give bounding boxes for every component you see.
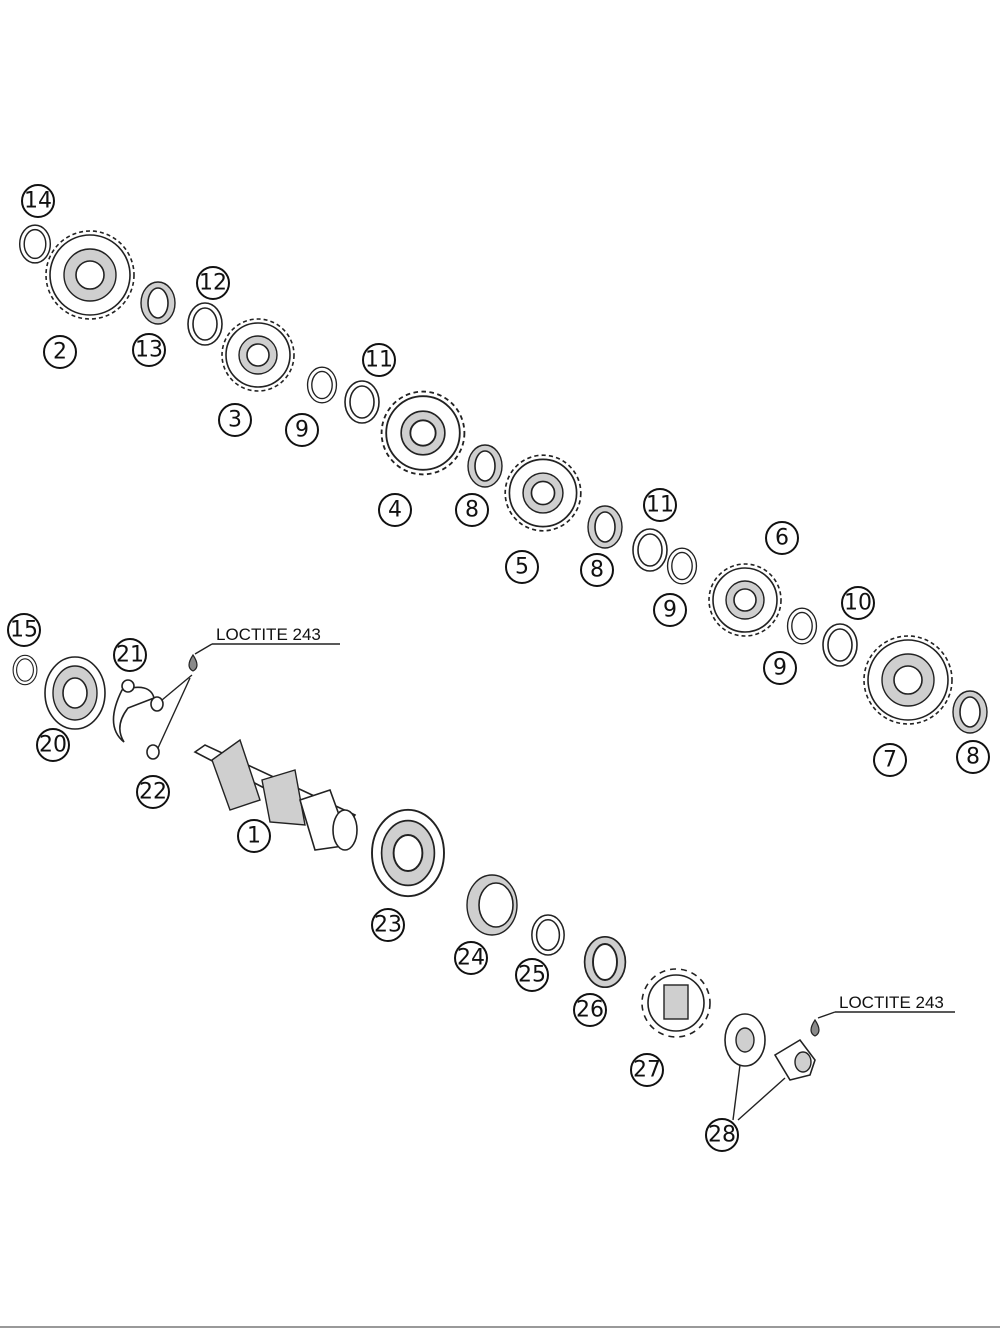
part-14-washer	[18, 224, 52, 264]
callout-1: 1	[237, 819, 271, 853]
svg-text:11: 11	[646, 493, 674, 518]
callout-12: 12	[196, 266, 230, 300]
svg-text:13: 13	[135, 338, 163, 363]
part-13-bushing	[140, 281, 176, 325]
svg-text:24: 24	[457, 946, 485, 971]
part-9-circlip-upper	[306, 366, 338, 404]
callout-27: 27	[630, 1053, 664, 1087]
svg-text:25: 25	[518, 963, 546, 988]
svg-text:4: 4	[388, 498, 402, 523]
callout-9-a: 9	[285, 413, 319, 447]
callout-20: 20	[36, 728, 70, 762]
part-8-bushing-lower	[952, 690, 988, 734]
part-21-bearing-retainer	[112, 679, 155, 743]
svg-text:1: 1	[247, 824, 261, 849]
callout-2: 2	[43, 335, 77, 369]
callout-23: 23	[371, 908, 405, 942]
part-23-bearing	[371, 808, 445, 898]
loctite-drop-lower	[810, 1018, 820, 1037]
loctite-drop-upper	[188, 653, 198, 672]
svg-text:8: 8	[465, 498, 479, 523]
callout-11-a: 11	[362, 343, 396, 377]
part-20-bearing	[44, 656, 106, 730]
part-25-o-ring	[531, 914, 565, 956]
svg-text:21: 21	[116, 643, 144, 668]
svg-text:6: 6	[775, 526, 789, 551]
part-7-gear	[863, 635, 953, 725]
part-26-spacer	[583, 935, 627, 989]
svg-text:3: 3	[228, 408, 242, 433]
callout-8-c: 8	[956, 740, 990, 774]
part-11-washer-upper	[344, 380, 380, 424]
part-27-sprocket	[641, 968, 711, 1038]
callout-4: 4	[378, 493, 412, 527]
part-2-gear	[45, 230, 135, 320]
part-9-circlip-lower	[786, 607, 818, 645]
callout-9-b: 9	[653, 593, 687, 627]
svg-text:15: 15	[10, 618, 38, 643]
callout-6: 6	[765, 521, 799, 555]
part-6-gear	[708, 563, 782, 637]
part-22-screws	[146, 674, 193, 760]
part-1-main-shaft	[193, 738, 358, 851]
callout-13: 13	[132, 333, 166, 367]
svg-text:11: 11	[365, 348, 393, 373]
bottom-divider	[0, 1326, 1000, 1328]
svg-text:8: 8	[590, 558, 604, 583]
part-8-bushing-upper	[467, 444, 503, 488]
svg-text:5: 5	[515, 555, 529, 580]
svg-text:14: 14	[24, 189, 52, 214]
svg-text:9: 9	[773, 656, 787, 681]
callout-11-b: 11	[643, 488, 677, 522]
callout-7: 7	[873, 743, 907, 777]
callout-5: 5	[505, 550, 539, 584]
part-9-circlip-mid	[666, 547, 698, 585]
part-4-gear	[380, 390, 466, 476]
svg-text:9: 9	[663, 598, 677, 623]
callout-21: 21	[113, 638, 147, 672]
part-12-washer	[187, 302, 223, 346]
svg-text:2: 2	[53, 340, 67, 365]
callout-26: 26	[573, 993, 607, 1027]
svg-text:23: 23	[374, 913, 402, 938]
callout-10: 10	[841, 586, 875, 620]
part-3-gear	[221, 318, 295, 392]
part-11-washer-mid	[632, 528, 668, 572]
loctite-label-lower: LOCTITE 243	[839, 993, 944, 1012]
callout-9-c: 9	[763, 651, 797, 685]
svg-text:27: 27	[633, 1058, 661, 1083]
part-28-washer-and-bolt	[724, 1013, 816, 1121]
svg-text:9: 9	[295, 418, 309, 443]
callout-22: 22	[136, 775, 170, 809]
callout-28: 28	[705, 1118, 739, 1152]
callout-8-b: 8	[580, 553, 614, 587]
callout-25: 25	[515, 958, 549, 992]
svg-text:7: 7	[883, 748, 897, 773]
svg-text:10: 10	[844, 591, 872, 616]
svg-text:22: 22	[139, 780, 167, 805]
callout-24: 24	[454, 941, 488, 975]
svg-text:8: 8	[966, 745, 980, 770]
part-15-circlip	[12, 654, 38, 686]
svg-text:12: 12	[199, 271, 227, 296]
callout-15: 15	[7, 613, 41, 647]
callout-3: 3	[218, 403, 252, 437]
loctite-label-upper: LOCTITE 243	[216, 625, 321, 644]
callout-14: 14	[21, 184, 55, 218]
part-8-bushing-mid	[587, 505, 623, 549]
part-5-gear	[504, 454, 582, 532]
callout-8-a: 8	[455, 493, 489, 527]
part-10-washer	[822, 623, 858, 667]
part-24-seal	[466, 874, 518, 936]
svg-text:20: 20	[39, 733, 67, 758]
svg-text:28: 28	[708, 1123, 736, 1148]
svg-text:26: 26	[576, 998, 604, 1023]
